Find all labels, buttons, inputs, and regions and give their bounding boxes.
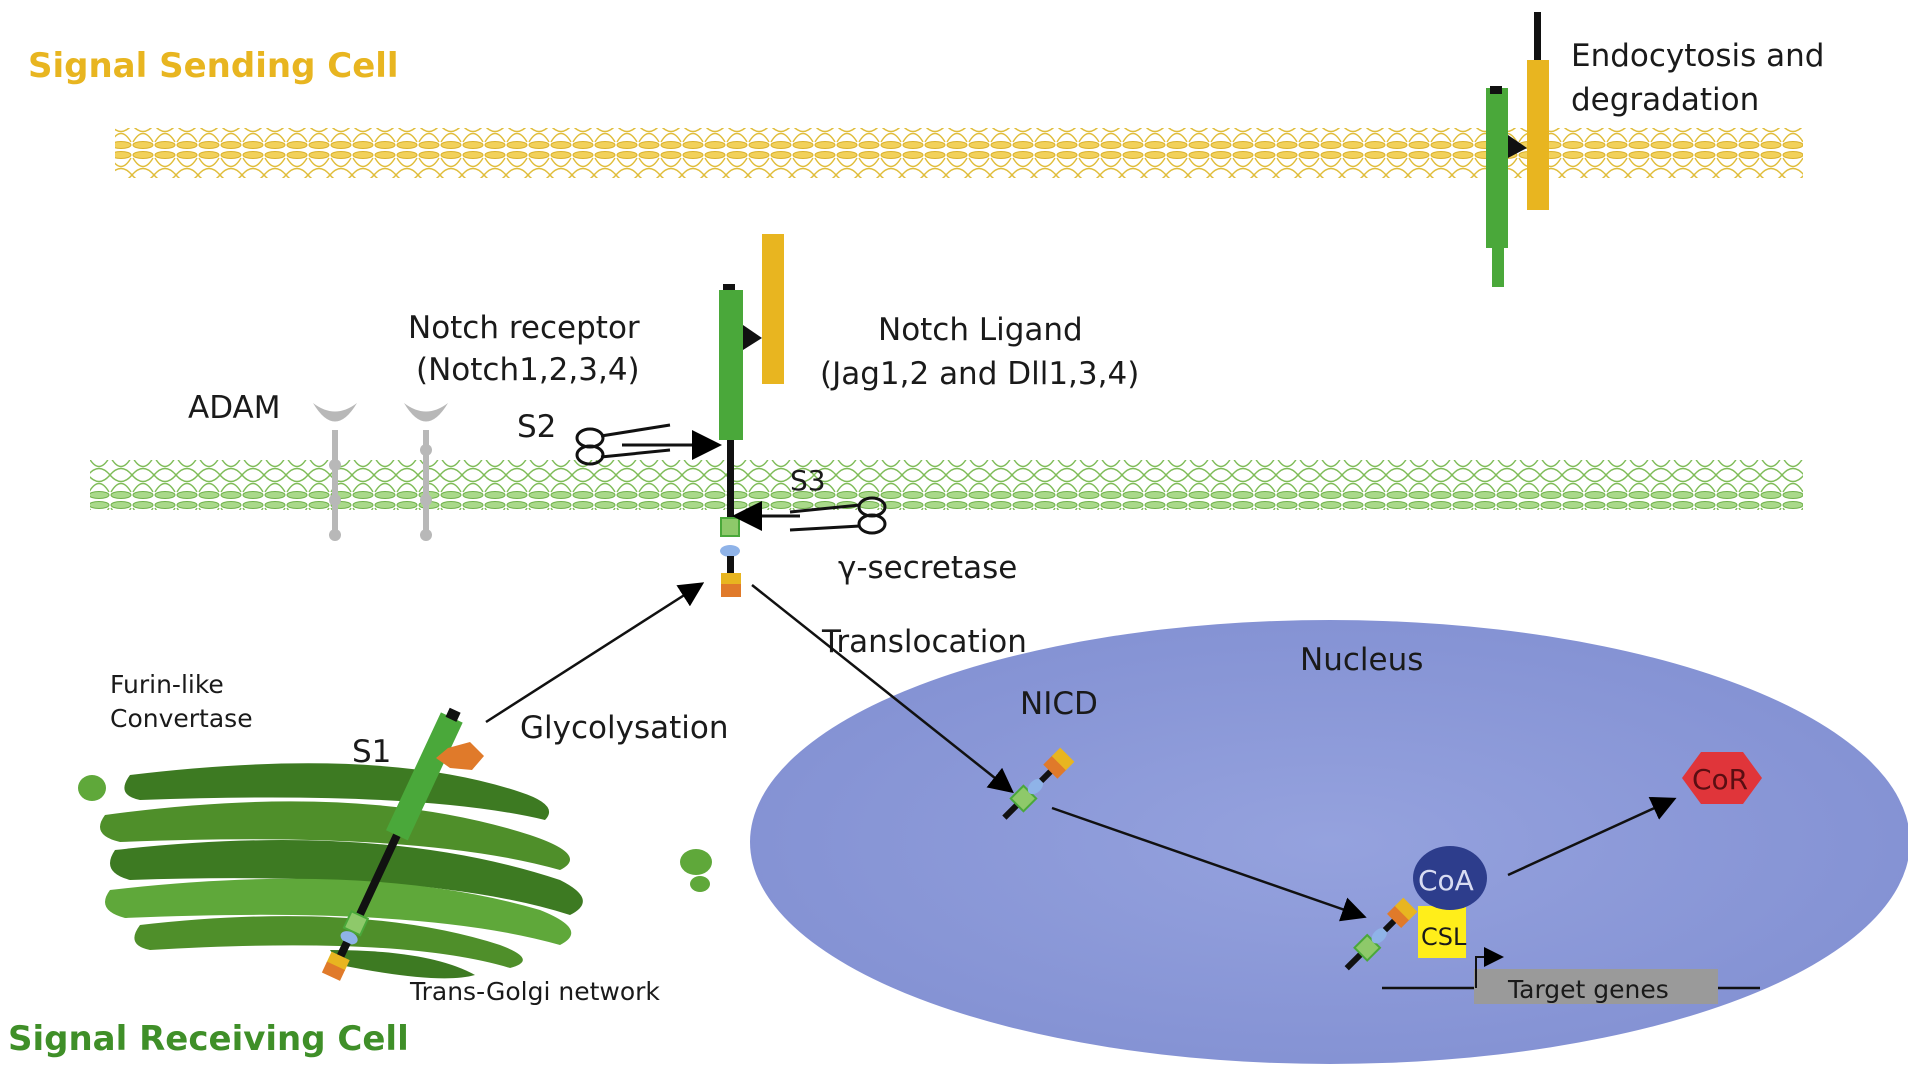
- endocytosed-receptor-ligand-pair: [1486, 12, 1549, 287]
- adam-label: ADAM: [188, 390, 281, 426]
- adam-protease-2: [404, 403, 448, 541]
- adam-protease-1: [313, 403, 357, 541]
- cor-label: CoR: [1692, 763, 1748, 796]
- cor-hexagon: [1682, 752, 1762, 804]
- notch-ligand-label-line2: (Jag1,2 and Dll1,3,4): [820, 356, 1139, 392]
- s2-scissors-icon: [575, 423, 671, 466]
- translocation-label: Translocation: [821, 624, 1027, 660]
- golgi-notch-precursor: [321, 707, 463, 981]
- csl-label: CSL: [1421, 923, 1467, 951]
- s1-label: S1: [352, 734, 391, 770]
- target-genes-box: [1474, 969, 1718, 1004]
- gamma-secretase-label: γ-secretase: [838, 550, 1017, 586]
- notch-receptor-label-line2: (Notch1,2,3,4): [416, 352, 640, 388]
- nucleus-label: Nucleus: [1300, 642, 1423, 678]
- coa-oval: [1413, 846, 1487, 910]
- translocation-arrow: [751, 584, 1014, 794]
- furin-convertase-icon: [436, 742, 484, 770]
- nicd-csl-complex: [1344, 897, 1418, 971]
- nicd-label: NICD: [1020, 686, 1098, 722]
- sending-cell-membrane: [115, 128, 1803, 178]
- transcription-start-arrow: [1475, 947, 1504, 988]
- furin-label-line1: Furin-like: [110, 670, 224, 699]
- glycolysation-arrow: [485, 582, 705, 724]
- s3-scissors-icon: [789, 496, 887, 535]
- trans-golgi-label: Trans-Golgi network: [409, 977, 660, 1006]
- furin-label-line2: Convertase: [110, 704, 253, 733]
- nicd-fragment: [1002, 747, 1075, 820]
- glycolysation-label: Glycolysation: [520, 710, 728, 746]
- notch-ligand-bar: [762, 234, 784, 384]
- endocytosis-label-line2: degradation: [1571, 82, 1759, 118]
- notch-ligand-label-line1: Notch Ligand: [878, 312, 1083, 348]
- endocytosis-label-line1: Endocytosis and: [1571, 38, 1824, 74]
- signal-sending-cell-title: Signal Sending Cell: [28, 46, 399, 86]
- target-genes-label: Target genes: [1507, 975, 1669, 1004]
- s2-label: S2: [517, 409, 556, 445]
- nucleus: [750, 620, 1908, 1064]
- receiving-cell-membrane: [90, 460, 1803, 510]
- trans-golgi-network: [78, 763, 712, 979]
- coa-label: CoA: [1418, 864, 1474, 897]
- s3-label: S3: [790, 464, 826, 497]
- nicd-to-csl-arrow: [1051, 806, 1367, 922]
- notch-receptor: [719, 284, 762, 597]
- coa-to-cor-arrow: [1507, 796, 1677, 877]
- signal-receiving-cell-title: Signal Receiving Cell: [8, 1019, 409, 1059]
- csl-box: [1418, 906, 1466, 958]
- notch-receptor-label-line1: Notch receptor: [408, 310, 640, 346]
